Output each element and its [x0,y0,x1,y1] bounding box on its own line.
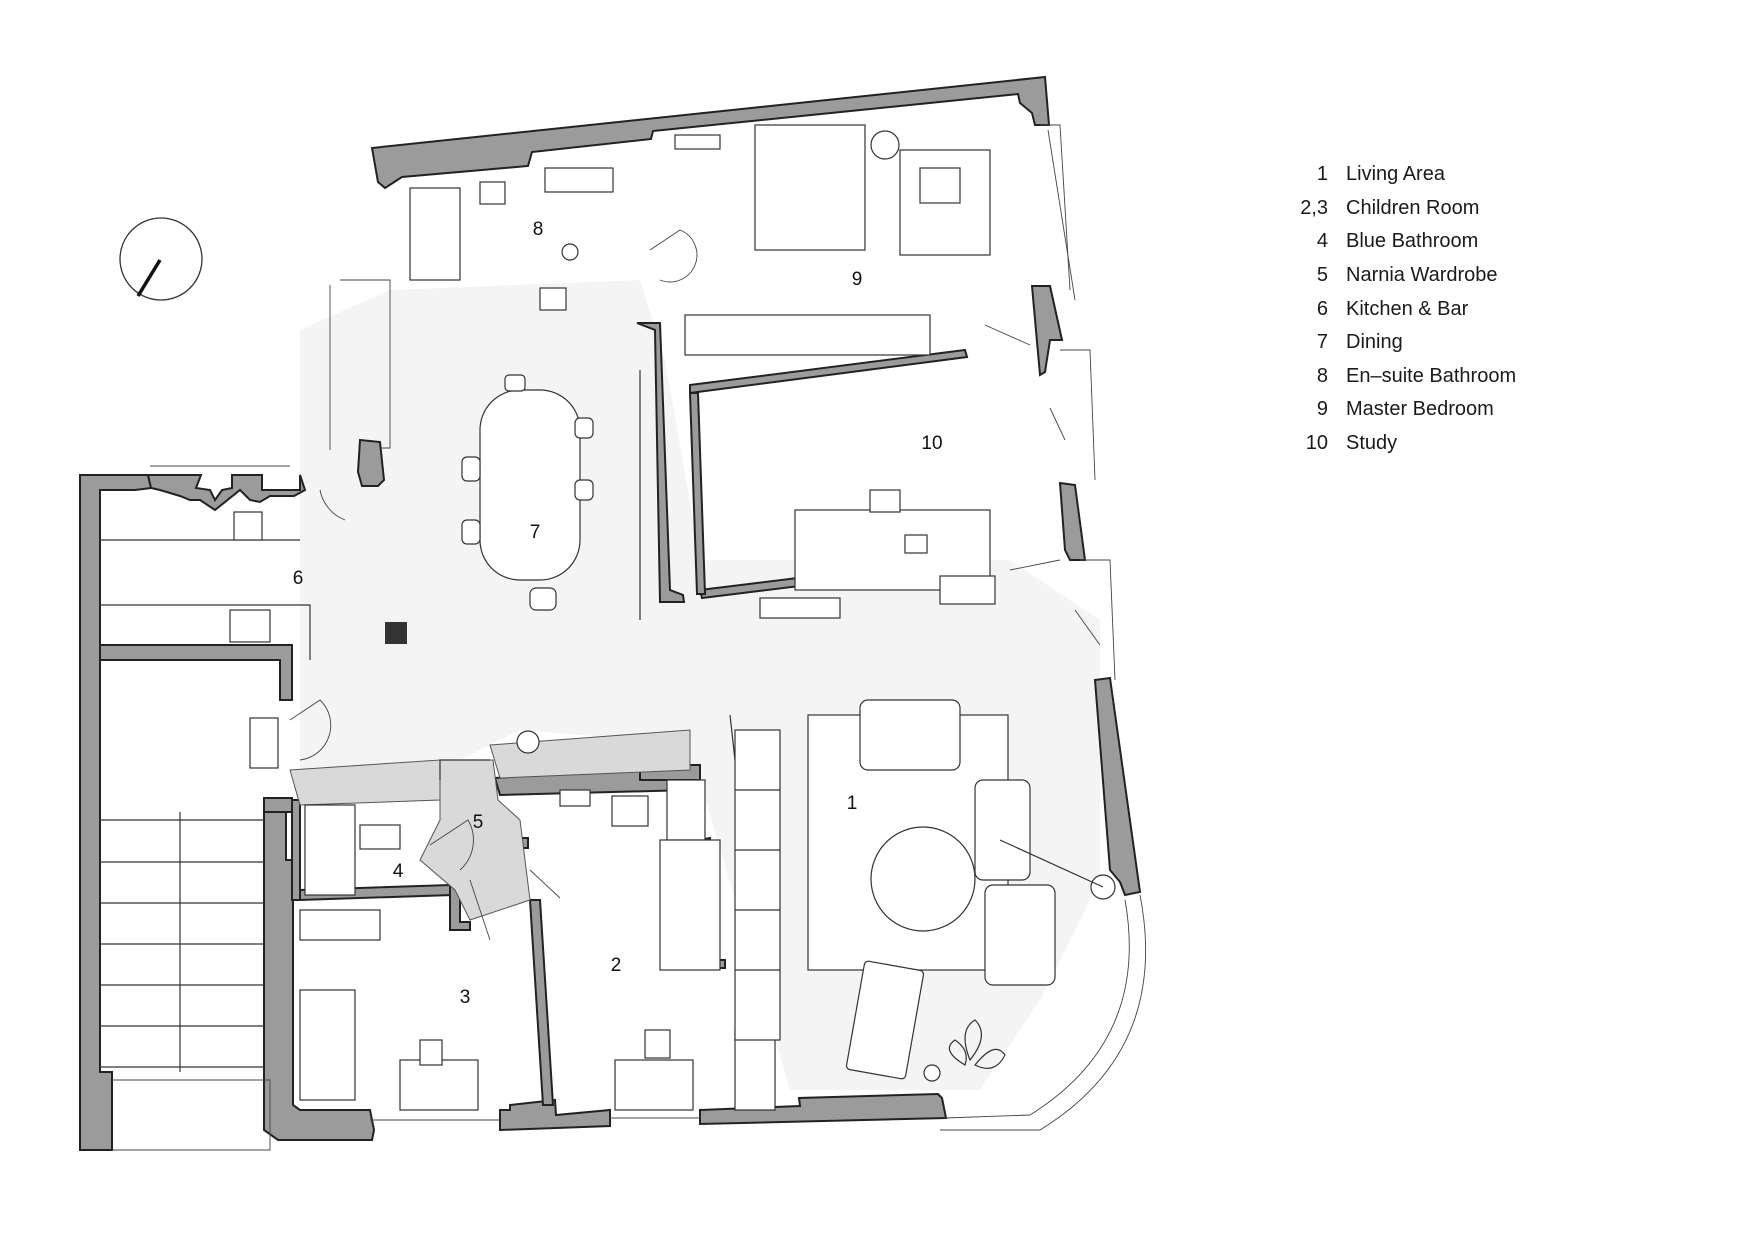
legend-label: Dining [1346,331,1403,354]
partitions [100,370,736,1072]
legend-item: 7 Dining [1290,326,1516,360]
legend-number: 2,3 [1300,196,1328,219]
room-label-7: 7 [530,522,541,543]
legend-item: 10 Study [1290,427,1516,461]
legend-item: 8 En–suite Bathroom [1290,360,1516,394]
legend-label: Blue Bathroom [1346,230,1479,253]
legend-label: Children Room [1346,196,1480,219]
legend-number: 4 [1316,230,1328,253]
wardrobe-floor [289,729,691,921]
room-label-10: 10 [921,433,942,454]
room-label-4: 4 [393,861,404,882]
legend-number: 8 [1316,364,1328,387]
legend-label: Study [1346,432,1398,455]
legend-label: Narnia Wardrobe [1346,264,1498,287]
doors [289,229,1101,941]
legend-number: 7 [1316,331,1328,354]
room-label-5: 5 [473,812,484,833]
legend-label: Kitchen & Bar [1346,297,1469,320]
legend-number: 1 [1316,163,1328,186]
legend-number: 9 [1316,398,1328,421]
legend-item: 6 Kitchen & Bar [1290,292,1516,326]
legend-item: 2,3 Children Room [1290,192,1516,226]
legend-number: 5 [1316,264,1328,287]
legend-label: Living Area [1346,163,1445,186]
legend-item: 5 Narnia Wardrobe [1290,259,1516,293]
room-label-6: 6 [293,568,304,589]
room-label-1: 1 [847,793,858,814]
furniture [229,124,1116,1111]
legend-number: 6 [1316,297,1328,320]
room-legend: 1 Living Area 2,3 Children Room 4 Blue B… [1290,158,1516,460]
legend-item: 9 Master Bedroom [1290,393,1516,427]
room-labels: 1 2 3 4 5 6 7 8 9 10 [293,219,943,1008]
compass-icon [119,217,203,301]
legend-number: 10 [1305,432,1328,455]
room-label-9: 9 [852,269,863,290]
legend-label: Master Bedroom [1346,398,1494,421]
windows [112,124,1147,1151]
plant-icon [948,1019,1006,1069]
room-label-3: 3 [460,987,471,1008]
legend-item: 1 Living Area [1290,158,1516,192]
room-label-2: 2 [611,955,622,976]
room-label-8: 8 [533,219,544,240]
legend-label: En–suite Bathroom [1346,364,1517,387]
legend-item: 4 Blue Bathroom [1290,225,1516,259]
